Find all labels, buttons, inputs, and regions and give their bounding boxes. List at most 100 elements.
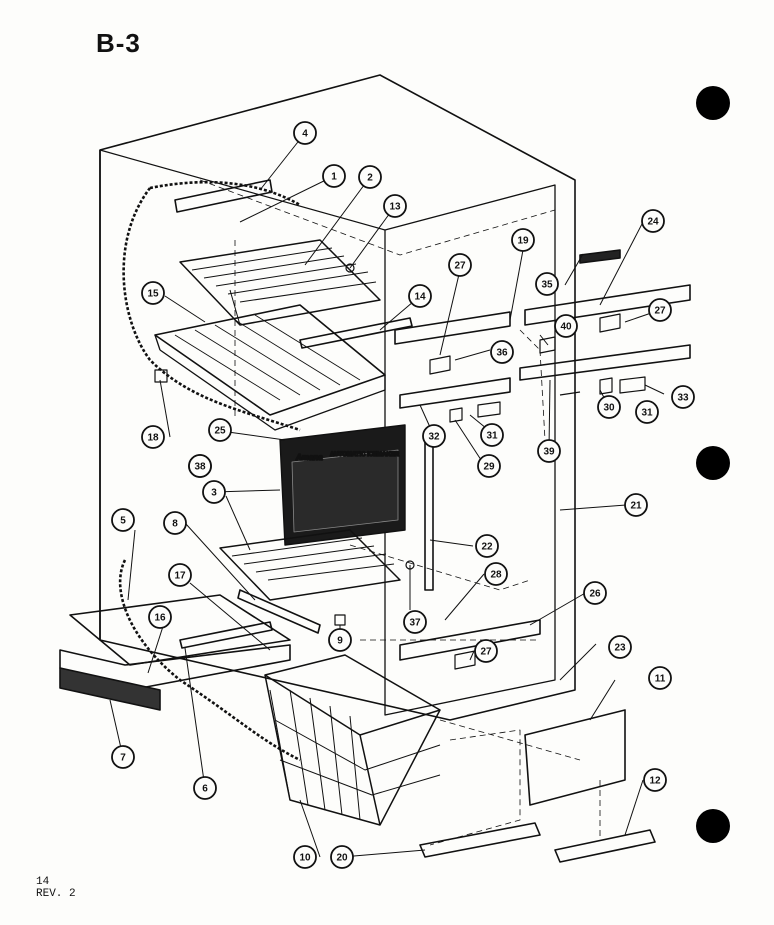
callout-33: 33 [671, 385, 695, 409]
callout-6: 6 [193, 776, 217, 800]
callout-bubble [448, 253, 472, 277]
callout-bubble [474, 639, 498, 663]
callout-7: 7 [111, 745, 135, 769]
bottom-rail [419, 822, 541, 858]
callout-label: 4 [302, 129, 308, 140]
callout-bubble [408, 284, 432, 308]
door-shelf-middle [519, 344, 691, 381]
callout-bubble [648, 666, 672, 690]
callout-20: 20 [330, 845, 354, 869]
callout-bubble [358, 165, 382, 189]
callout-label: 40 [560, 322, 572, 333]
upper-wire-shelf [179, 239, 381, 326]
revision-label: REV. 2 [36, 888, 76, 900]
callout-35: 35 [535, 272, 559, 296]
callout-31-4: 31 [480, 423, 504, 447]
kick-plate [554, 829, 656, 863]
callout-label: 1 [331, 172, 337, 183]
callout-label: 32 [428, 432, 440, 443]
callout-22: 22 [475, 534, 499, 558]
door-shelf-left-2 [399, 377, 511, 409]
callout-2: 2 [358, 165, 382, 189]
callout-label: 14 [414, 292, 426, 303]
callout-17: 17 [168, 563, 192, 587]
crisper-shelf [154, 304, 386, 431]
callout-bubble [188, 454, 212, 478]
slide-rail [237, 589, 321, 634]
page-footer: 14 REV. 2 [36, 876, 76, 900]
callout-label: 37 [409, 618, 421, 629]
callout-label: 39 [543, 447, 555, 458]
callout-bubble [168, 563, 192, 587]
callout-11: 11 [648, 666, 672, 690]
callout-bubble [193, 776, 217, 800]
callout-label: 31 [486, 431, 498, 442]
callout-bubble [293, 845, 317, 869]
callout-label: 17 [174, 571, 186, 582]
callout-label: 12 [649, 776, 661, 787]
callout-32: 32 [422, 424, 446, 448]
hole-punch-bottom [696, 809, 730, 843]
callout-bubble [511, 228, 535, 252]
cabinet-top-edge [99, 149, 386, 231]
callout-label: 36 [496, 348, 508, 359]
callout-label: 28 [490, 570, 502, 581]
callout-26: 26 [583, 581, 607, 605]
callout-13: 13 [383, 194, 407, 218]
callout-40: 40 [554, 314, 578, 338]
callout-bubble [163, 511, 187, 535]
gasket-tubing [122, 180, 301, 432]
callout-bubble [643, 768, 667, 792]
panel-brand-text: Amana [295, 453, 323, 462]
callout-16: 16 [148, 605, 172, 629]
callout-bubble [624, 493, 648, 517]
callout-39: 39 [537, 439, 561, 463]
callout-29: 29 [477, 454, 501, 478]
callout-label: 11 [655, 674, 666, 685]
callout-37: 37 [403, 610, 427, 634]
callout-bubble [422, 424, 446, 448]
callout-label: 18 [147, 433, 159, 444]
callout-12: 12 [643, 768, 667, 792]
callout-label: 38 [194, 462, 206, 473]
callout-label: 26 [589, 589, 601, 600]
callout-bubble [484, 562, 508, 586]
callout-label: 5 [120, 516, 126, 527]
callout-1: 1 [322, 164, 346, 188]
callout-label: 7 [120, 753, 126, 764]
callout-label: 8 [172, 519, 178, 530]
callout-bubble [328, 628, 352, 652]
callout-label: 19 [517, 236, 529, 247]
callout-3: 3 [202, 480, 226, 504]
callout-label: 25 [214, 426, 226, 437]
callout-bubble [597, 395, 621, 419]
callout-bubble [537, 439, 561, 463]
cabinet-inner-wall [384, 184, 556, 716]
callout-bubble [648, 298, 672, 322]
callout-label: 2 [367, 173, 373, 184]
page-number: 14 [36, 876, 50, 888]
callout-label: 13 [389, 202, 401, 213]
callout-27-1: 27 [648, 298, 672, 322]
callout-bubble [202, 480, 226, 504]
callout-label: 35 [541, 280, 553, 291]
callout-label: 10 [299, 853, 311, 864]
callout-label: 24 [647, 217, 659, 228]
callout-bubble [322, 164, 346, 188]
callout-label: 3 [211, 488, 217, 499]
shelf-support [299, 317, 413, 349]
callout-14: 14 [408, 284, 432, 308]
callout-label: 21 [630, 501, 642, 512]
callout-bubble [148, 605, 172, 629]
callout-label: 33 [677, 393, 689, 404]
callout-label: 20 [336, 853, 348, 864]
callout-23: 23 [608, 635, 632, 659]
callout-bubble [111, 745, 135, 769]
callout-18: 18 [141, 425, 165, 449]
callout-bubble [671, 385, 695, 409]
callout-8: 8 [163, 511, 187, 535]
lower-wire-shelf [219, 529, 401, 601]
